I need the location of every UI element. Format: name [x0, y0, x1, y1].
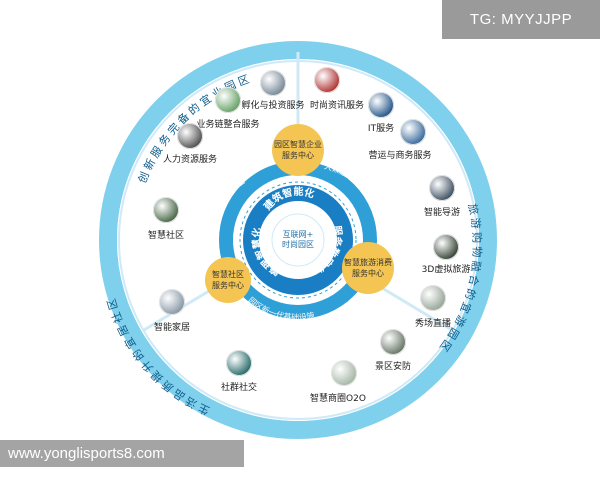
- social-icon: [226, 350, 252, 376]
- center-disc: [271, 213, 325, 267]
- service-label-fashion-info: 时尚资讯服务: [309, 101, 365, 111]
- watermark-top-right: TG: MYYJJPP: [442, 0, 600, 39]
- hub-tourism: 智慧旅游消费 服务中心: [342, 242, 394, 294]
- hr-icon: [177, 123, 203, 149]
- center-label: 互联网+ 时尚园区: [282, 230, 314, 250]
- watermark-bottom-left: www.yonglisports8.com: [0, 440, 244, 467]
- incubation-icon: [260, 70, 286, 96]
- hub-community: 智慧社区 服务中心: [205, 257, 251, 303]
- hub-enterprise: 园区智慧企业 服务中心: [272, 124, 324, 176]
- smart-home-icon: [159, 289, 185, 315]
- smart-guide-icon: [429, 175, 455, 201]
- service-label-business-chain: 业务链整合服务: [196, 120, 260, 130]
- service-label-smart-community: 智慧社区: [147, 231, 185, 241]
- service-label-hr: 人力资源服务: [162, 155, 218, 165]
- service-label-social: 社群社交: [220, 383, 258, 393]
- business-chain-icon: [215, 87, 241, 113]
- fashion-info-icon: [314, 67, 340, 93]
- hub-tourism-line1: 智慧旅游消费: [344, 258, 392, 267]
- show-live-icon: [420, 285, 446, 311]
- service-label-smart-guide: 智能导游: [423, 208, 461, 218]
- divider-right: [371, 280, 453, 332]
- outer-ring: [99, 41, 497, 439]
- hub-tourism-line2: 服务中心: [352, 269, 384, 278]
- service-label-incubation: 孵化与投资服务: [241, 101, 305, 111]
- center-line1: 互联网+: [282, 230, 314, 239]
- service-label-show-live: 秀场直播: [414, 319, 452, 329]
- operation-icon: [400, 119, 426, 145]
- smart-community-icon: [153, 197, 179, 223]
- security-icon: [380, 329, 406, 355]
- hub-enterprise-line2: 服务中心: [282, 151, 314, 160]
- inner-ring: [243, 185, 353, 295]
- hub-enterprise-line1: 园区智慧企业: [274, 140, 322, 149]
- service-label-3d-tour: 3D虚拟旅游: [421, 265, 471, 275]
- hub-community-line2: 服务中心: [212, 281, 244, 290]
- o2o-icon: [331, 360, 357, 386]
- middle-dashed-ring: [239, 181, 357, 299]
- service-label-it: IT服务: [367, 124, 395, 134]
- service-label-security: 景区安防: [374, 362, 412, 372]
- 3d-tour-icon: [433, 234, 459, 260]
- it-service-icon: [368, 92, 394, 118]
- center-line2: 时尚园区: [282, 240, 314, 249]
- service-label-o2o: 智慧商圈O2O: [310, 394, 366, 404]
- service-label-smart-home: 智能家居: [153, 323, 191, 333]
- service-label-operation: 营运与商务服务: [368, 151, 432, 161]
- hub-community-line1: 智慧社区: [212, 270, 244, 279]
